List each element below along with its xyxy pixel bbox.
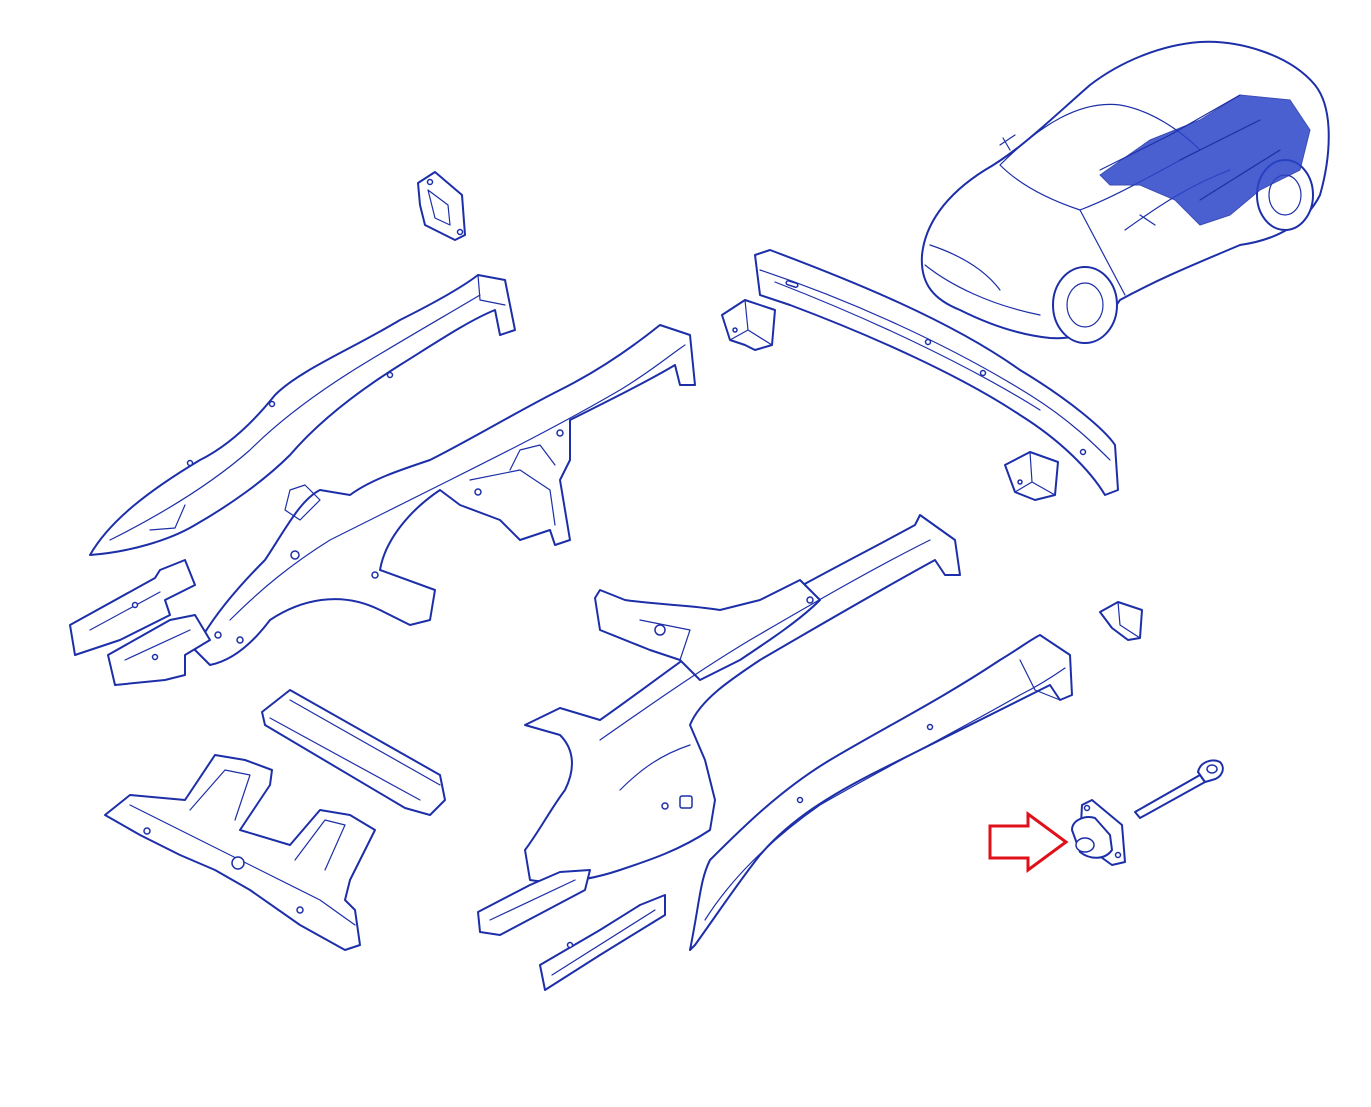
car-overview[interactable] bbox=[920, 40, 1330, 344]
front-rail-right-assembly[interactable] bbox=[194, 324, 696, 666]
crash-box-left[interactable] bbox=[721, 299, 776, 351]
bumper-beam[interactable] bbox=[754, 249, 1119, 496]
sill-reinforcement[interactable] bbox=[477, 869, 666, 991]
front-rail-left[interactable] bbox=[89, 274, 516, 556]
small-bracket-right[interactable] bbox=[1099, 601, 1143, 641]
crash-box-right[interactable] bbox=[1004, 451, 1059, 501]
floor-cross-member[interactable] bbox=[104, 754, 376, 951]
arrow-right-icon bbox=[988, 811, 1069, 873]
rear-side-rail[interactable] bbox=[689, 634, 1073, 951]
towing-eye[interactable] bbox=[1134, 759, 1224, 819]
rear-rail-assembly[interactable] bbox=[524, 514, 961, 883]
small-bracket-top[interactable] bbox=[417, 171, 466, 241]
cross-member-channel[interactable] bbox=[261, 689, 446, 816]
towing-eye-bracket[interactable] bbox=[1071, 799, 1126, 866]
left-lower-brackets[interactable] bbox=[69, 559, 211, 686]
